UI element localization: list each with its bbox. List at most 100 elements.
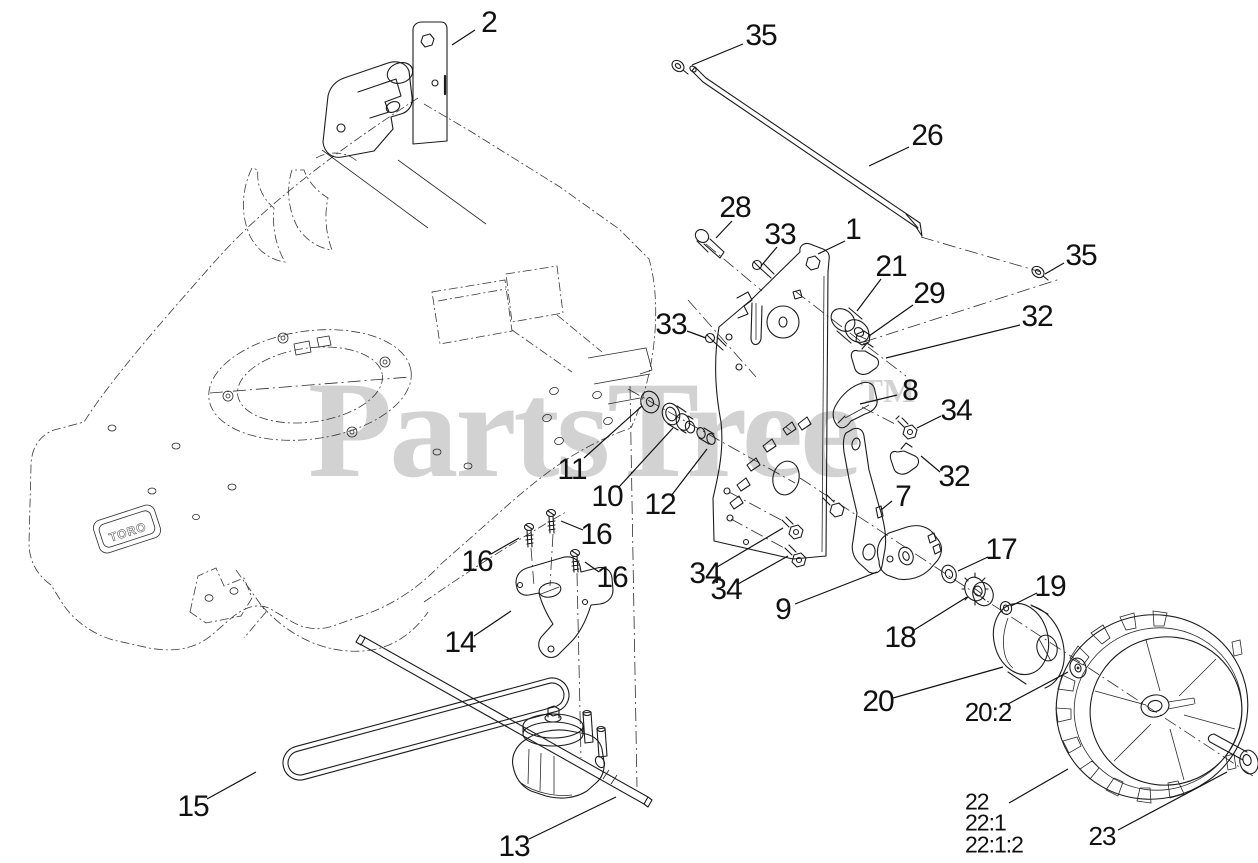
callout-label-19: 19 — [1034, 570, 1066, 603]
leader-line-7 — [880, 500, 893, 511]
part-11-washer — [640, 390, 660, 414]
leader-line-26 — [868, 146, 910, 167]
callout-label-14: 14 — [444, 626, 476, 659]
leader-line-8 — [859, 394, 898, 405]
part-20-drive-drum — [992, 602, 1065, 689]
callout-label-26: 26 — [911, 119, 943, 152]
part-32-cap-upper — [850, 342, 880, 375]
leader-line-9 — [794, 571, 878, 605]
deck-right-structures — [431, 265, 653, 446]
callout-label-22-1: 22:1 — [965, 809, 1007, 836]
leader-line-34c — [737, 555, 789, 585]
callout-label-20-2: 20:2 — [964, 697, 1013, 727]
leader-line-14 — [473, 610, 512, 637]
leader-line-32a — [885, 324, 1021, 359]
part-20-2-washer — [1069, 657, 1087, 679]
callout-label-22: 22 — [965, 788, 990, 815]
watermark: PartsTreeTM — [308, 350, 915, 509]
leader-line-12 — [670, 448, 708, 497]
leader-line-34b — [716, 527, 784, 568]
part-15-belt — [282, 677, 570, 781]
callout-label-34a: 34 — [940, 394, 972, 427]
leader-line-28 — [715, 220, 733, 239]
callout-label-16b: 16 — [580, 518, 612, 551]
leader-line-11 — [583, 405, 643, 459]
part-18-pinion-gear — [961, 572, 994, 607]
part-32-cap-lower — [889, 442, 920, 475]
callout-label-9: 9 — [775, 593, 792, 626]
part-34-bolt-low — [784, 544, 807, 568]
leader-line-29 — [868, 304, 914, 337]
callout-label-34b: 34 — [689, 557, 721, 590]
callout-label-18: 18 — [884, 621, 916, 654]
leader-line-1 — [817, 240, 846, 255]
part-2-handle-bracket — [321, 21, 487, 229]
leader-line-20-2 — [1007, 671, 1069, 705]
tire-tread-marks — [243, 152, 359, 263]
leader-line-16b — [560, 520, 584, 531]
callout-label-32a: 32 — [1021, 300, 1053, 333]
leader-line-10 — [618, 427, 674, 488]
callout-label-17: 17 — [985, 533, 1017, 566]
part-21-roller — [830, 307, 870, 344]
callout-label-7: 7 — [895, 480, 912, 513]
leader-line-35a — [691, 43, 744, 66]
part-34-bolt-upper — [895, 415, 918, 440]
leader-lines — [206, 29, 1228, 840]
part-28-bolt — [694, 229, 725, 259]
part-1-height-adjuster-plate — [712, 242, 830, 560]
leader-line-23 — [1117, 771, 1228, 831]
leader-line-2 — [451, 29, 476, 46]
part-13-axle-shaft — [355, 634, 653, 808]
callout-label-32b: 32 — [938, 460, 970, 493]
callout-label-15: 15 — [177, 790, 209, 823]
part-17-washer — [941, 564, 957, 584]
leader-line-16a — [490, 537, 520, 555]
pivot-bolt — [822, 494, 845, 518]
leader-line-18 — [913, 596, 968, 631]
callout-label-34c: 34 — [710, 573, 742, 606]
part-35-screw-top — [671, 59, 689, 75]
watermark-tm: TM — [860, 373, 916, 410]
callout-label-22-1-2: 22:1:2 — [965, 831, 1024, 858]
part-8-lever — [832, 381, 878, 429]
callout-label-29: 29 — [913, 277, 945, 310]
part-22-wheel — [1055, 610, 1249, 804]
part-7-idler-arm — [842, 427, 887, 574]
leader-line-22 — [1008, 768, 1069, 804]
callout-label-28: 28 — [719, 191, 751, 224]
part-23-shoulder-bolt — [1207, 733, 1258, 775]
leader-line-21 — [856, 278, 882, 312]
callout-label-2: 2 — [481, 6, 498, 39]
part-35-screw-right — [1031, 265, 1049, 281]
part-16-screws — [523, 508, 581, 573]
leader-line-35b — [1044, 262, 1065, 275]
leader-line-13 — [528, 796, 617, 840]
callout-label-33b: 33 — [655, 308, 687, 341]
leader-line-32b — [920, 455, 941, 473]
part-34-bolt-mid — [781, 516, 804, 540]
part-10-bushing — [661, 402, 696, 434]
leader-line-16c — [584, 561, 600, 573]
watermark-text: PartsTree — [308, 353, 861, 506]
callout-label-33a: 33 — [764, 218, 796, 251]
leader-line-33b — [686, 330, 707, 339]
callout-label-12: 12 — [644, 488, 676, 521]
part-26-control-rod — [689, 65, 923, 237]
leader-line-33a — [760, 246, 778, 267]
leader-line-19 — [1010, 592, 1038, 607]
part-9-drive-plate — [876, 525, 942, 581]
callout-label-8: 8 — [902, 374, 919, 407]
callout-label-35b: 35 — [1065, 239, 1097, 272]
wheel-tread-blocks — [1055, 610, 1243, 804]
leader-line-17 — [957, 556, 989, 572]
callout-label-21: 21 — [875, 250, 907, 283]
deck-rear-flange — [189, 567, 253, 624]
callout-label-10: 10 — [591, 480, 623, 513]
callout-label-16a: 16 — [461, 545, 493, 578]
part-13-transmission — [512, 705, 608, 799]
callout-label-16c: 16 — [596, 561, 628, 594]
